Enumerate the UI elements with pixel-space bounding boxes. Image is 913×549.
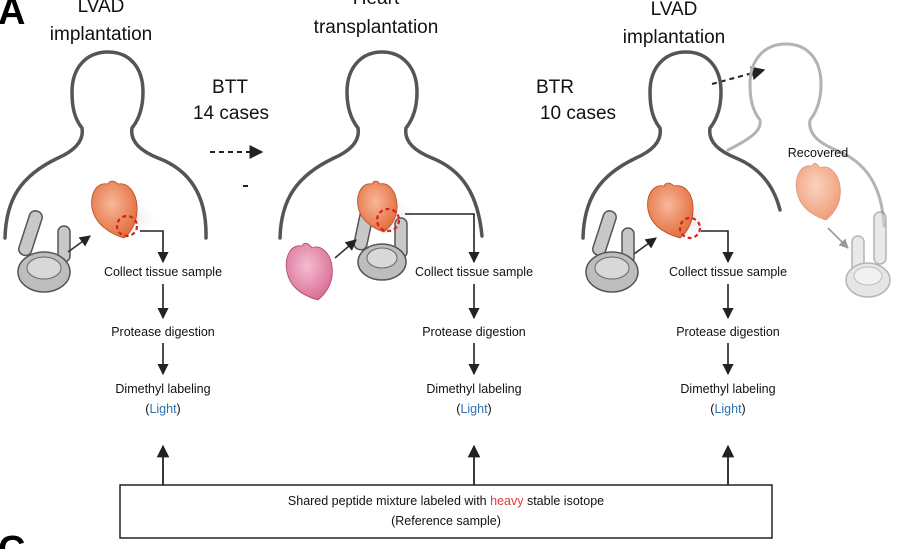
light-tag-2: (Light) bbox=[456, 402, 491, 416]
body-outline-2 bbox=[278, 50, 484, 240]
panel-label-a: A bbox=[0, 0, 25, 33]
column-3-title-line1: LVAD bbox=[651, 0, 698, 20]
body-outline-1 bbox=[3, 50, 208, 240]
column-1-title-line2: implantation bbox=[50, 24, 152, 45]
digest-step-1: Protease digestion bbox=[111, 325, 215, 339]
lvad-pump-3 bbox=[585, 210, 639, 293]
heart-cut-site-2 bbox=[375, 207, 401, 233]
label-step-2: Dimethyl labeling bbox=[426, 382, 521, 396]
recovered-label: Recovered bbox=[788, 146, 848, 160]
cannula-arrow-3 bbox=[633, 237, 657, 255]
collect-step-3: Collect tissue sample bbox=[669, 265, 787, 279]
body-outline-recovered bbox=[726, 42, 886, 228]
collect-step-2: Collect tissue sample bbox=[415, 265, 533, 279]
btt-label: BTT bbox=[212, 77, 248, 98]
cannula-arrow-1 bbox=[67, 235, 91, 253]
light-tag-3: (Light) bbox=[710, 402, 745, 416]
column-2-title-line2: transplantation bbox=[314, 17, 439, 38]
btt-count: 14 cases bbox=[193, 103, 269, 124]
column-3-title-line2: implantation bbox=[623, 27, 725, 48]
transplant-patient bbox=[278, 50, 484, 301]
heart-recovered bbox=[795, 162, 841, 221]
heart-cut-site-3 bbox=[678, 216, 702, 240]
collect-step-1: Collect tissue sample bbox=[104, 265, 222, 279]
donor-heart bbox=[285, 242, 333, 301]
heart-3 bbox=[647, 182, 694, 239]
digest-step-3: Protease digestion bbox=[676, 325, 780, 339]
digest-step-2: Protease digestion bbox=[422, 325, 526, 339]
recovered-patient: Recovered bbox=[726, 42, 891, 298]
column-2-title-line1: Heart bbox=[353, 0, 400, 9]
removed-lvad-pump bbox=[845, 211, 891, 298]
reference-line2: (Reference sample) bbox=[391, 514, 501, 528]
panel-label-c: C bbox=[0, 529, 25, 549]
removed-pump-arrow bbox=[827, 227, 849, 249]
column-1-title-line1: LVAD bbox=[78, 0, 125, 17]
label-step-1: Dimethyl labeling bbox=[115, 382, 210, 396]
heart-1 bbox=[91, 180, 138, 239]
lvad-patient-3 bbox=[581, 50, 782, 293]
light-tag-1: (Light) bbox=[145, 402, 180, 416]
reference-line1: Shared peptide mixture labeled with heav… bbox=[288, 494, 604, 508]
reference-sample-box bbox=[119, 484, 773, 539]
sample-connector-3 bbox=[701, 230, 734, 264]
lvad-pump-1 bbox=[17, 210, 71, 293]
label-step-3: Dimethyl labeling bbox=[680, 382, 775, 396]
heart-2 bbox=[357, 180, 398, 233]
body-outline-3 bbox=[581, 50, 782, 240]
sample-connector-1 bbox=[140, 230, 169, 264]
sample-connector-2 bbox=[405, 213, 480, 264]
btr-label: BTR bbox=[536, 77, 574, 98]
lvad-patient-1 bbox=[3, 50, 208, 293]
donor-arrow bbox=[334, 239, 357, 259]
btr-count: 10 cases bbox=[540, 103, 616, 124]
heart-cut-site-1 bbox=[115, 214, 139, 238]
